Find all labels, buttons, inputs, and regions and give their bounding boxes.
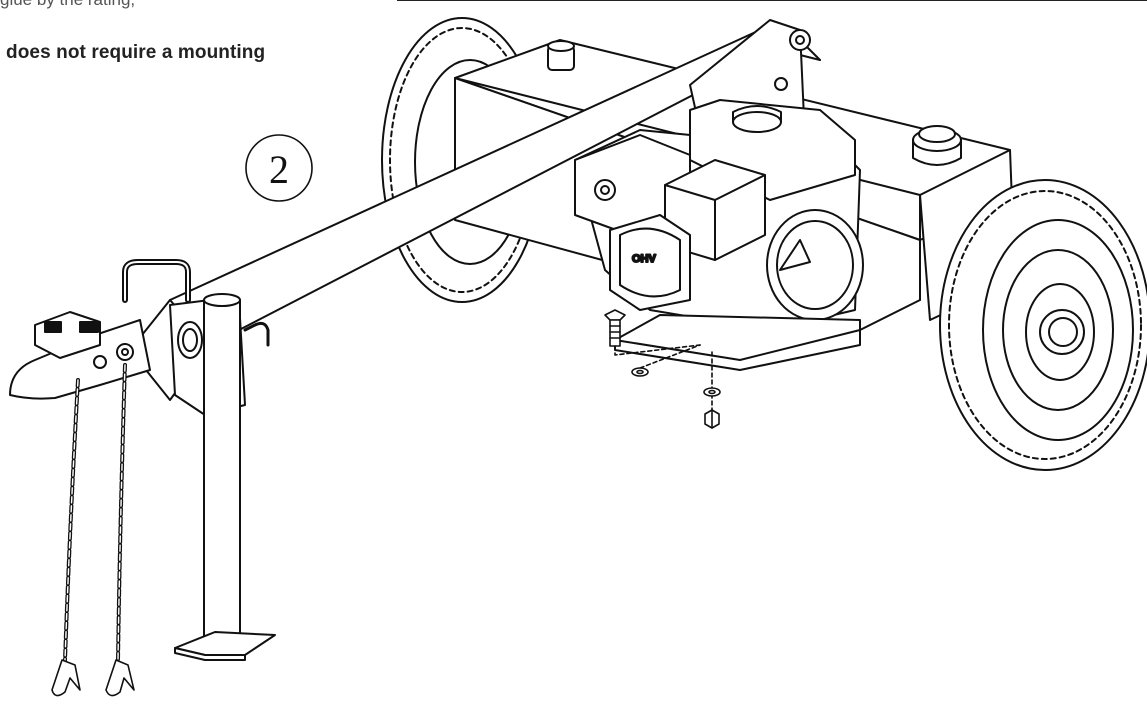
instruction-caption: does not require a mounting [6,42,266,63]
tongue-handle [122,259,191,303]
front-wheel [939,179,1147,471]
previous-line-text: glue by the rating, [0,0,135,10]
engine: OHV [574,99,864,371]
safety-chains [51,363,135,697]
header-rule [397,0,1147,1]
trailer-coupler [9,311,151,400]
engine-ohv-label: OHV [632,253,657,265]
step-number: 2 [269,147,289,192]
tongue-jack [169,293,276,661]
step-callout: 2 [245,134,313,202]
mounting-hardware [604,309,721,429]
